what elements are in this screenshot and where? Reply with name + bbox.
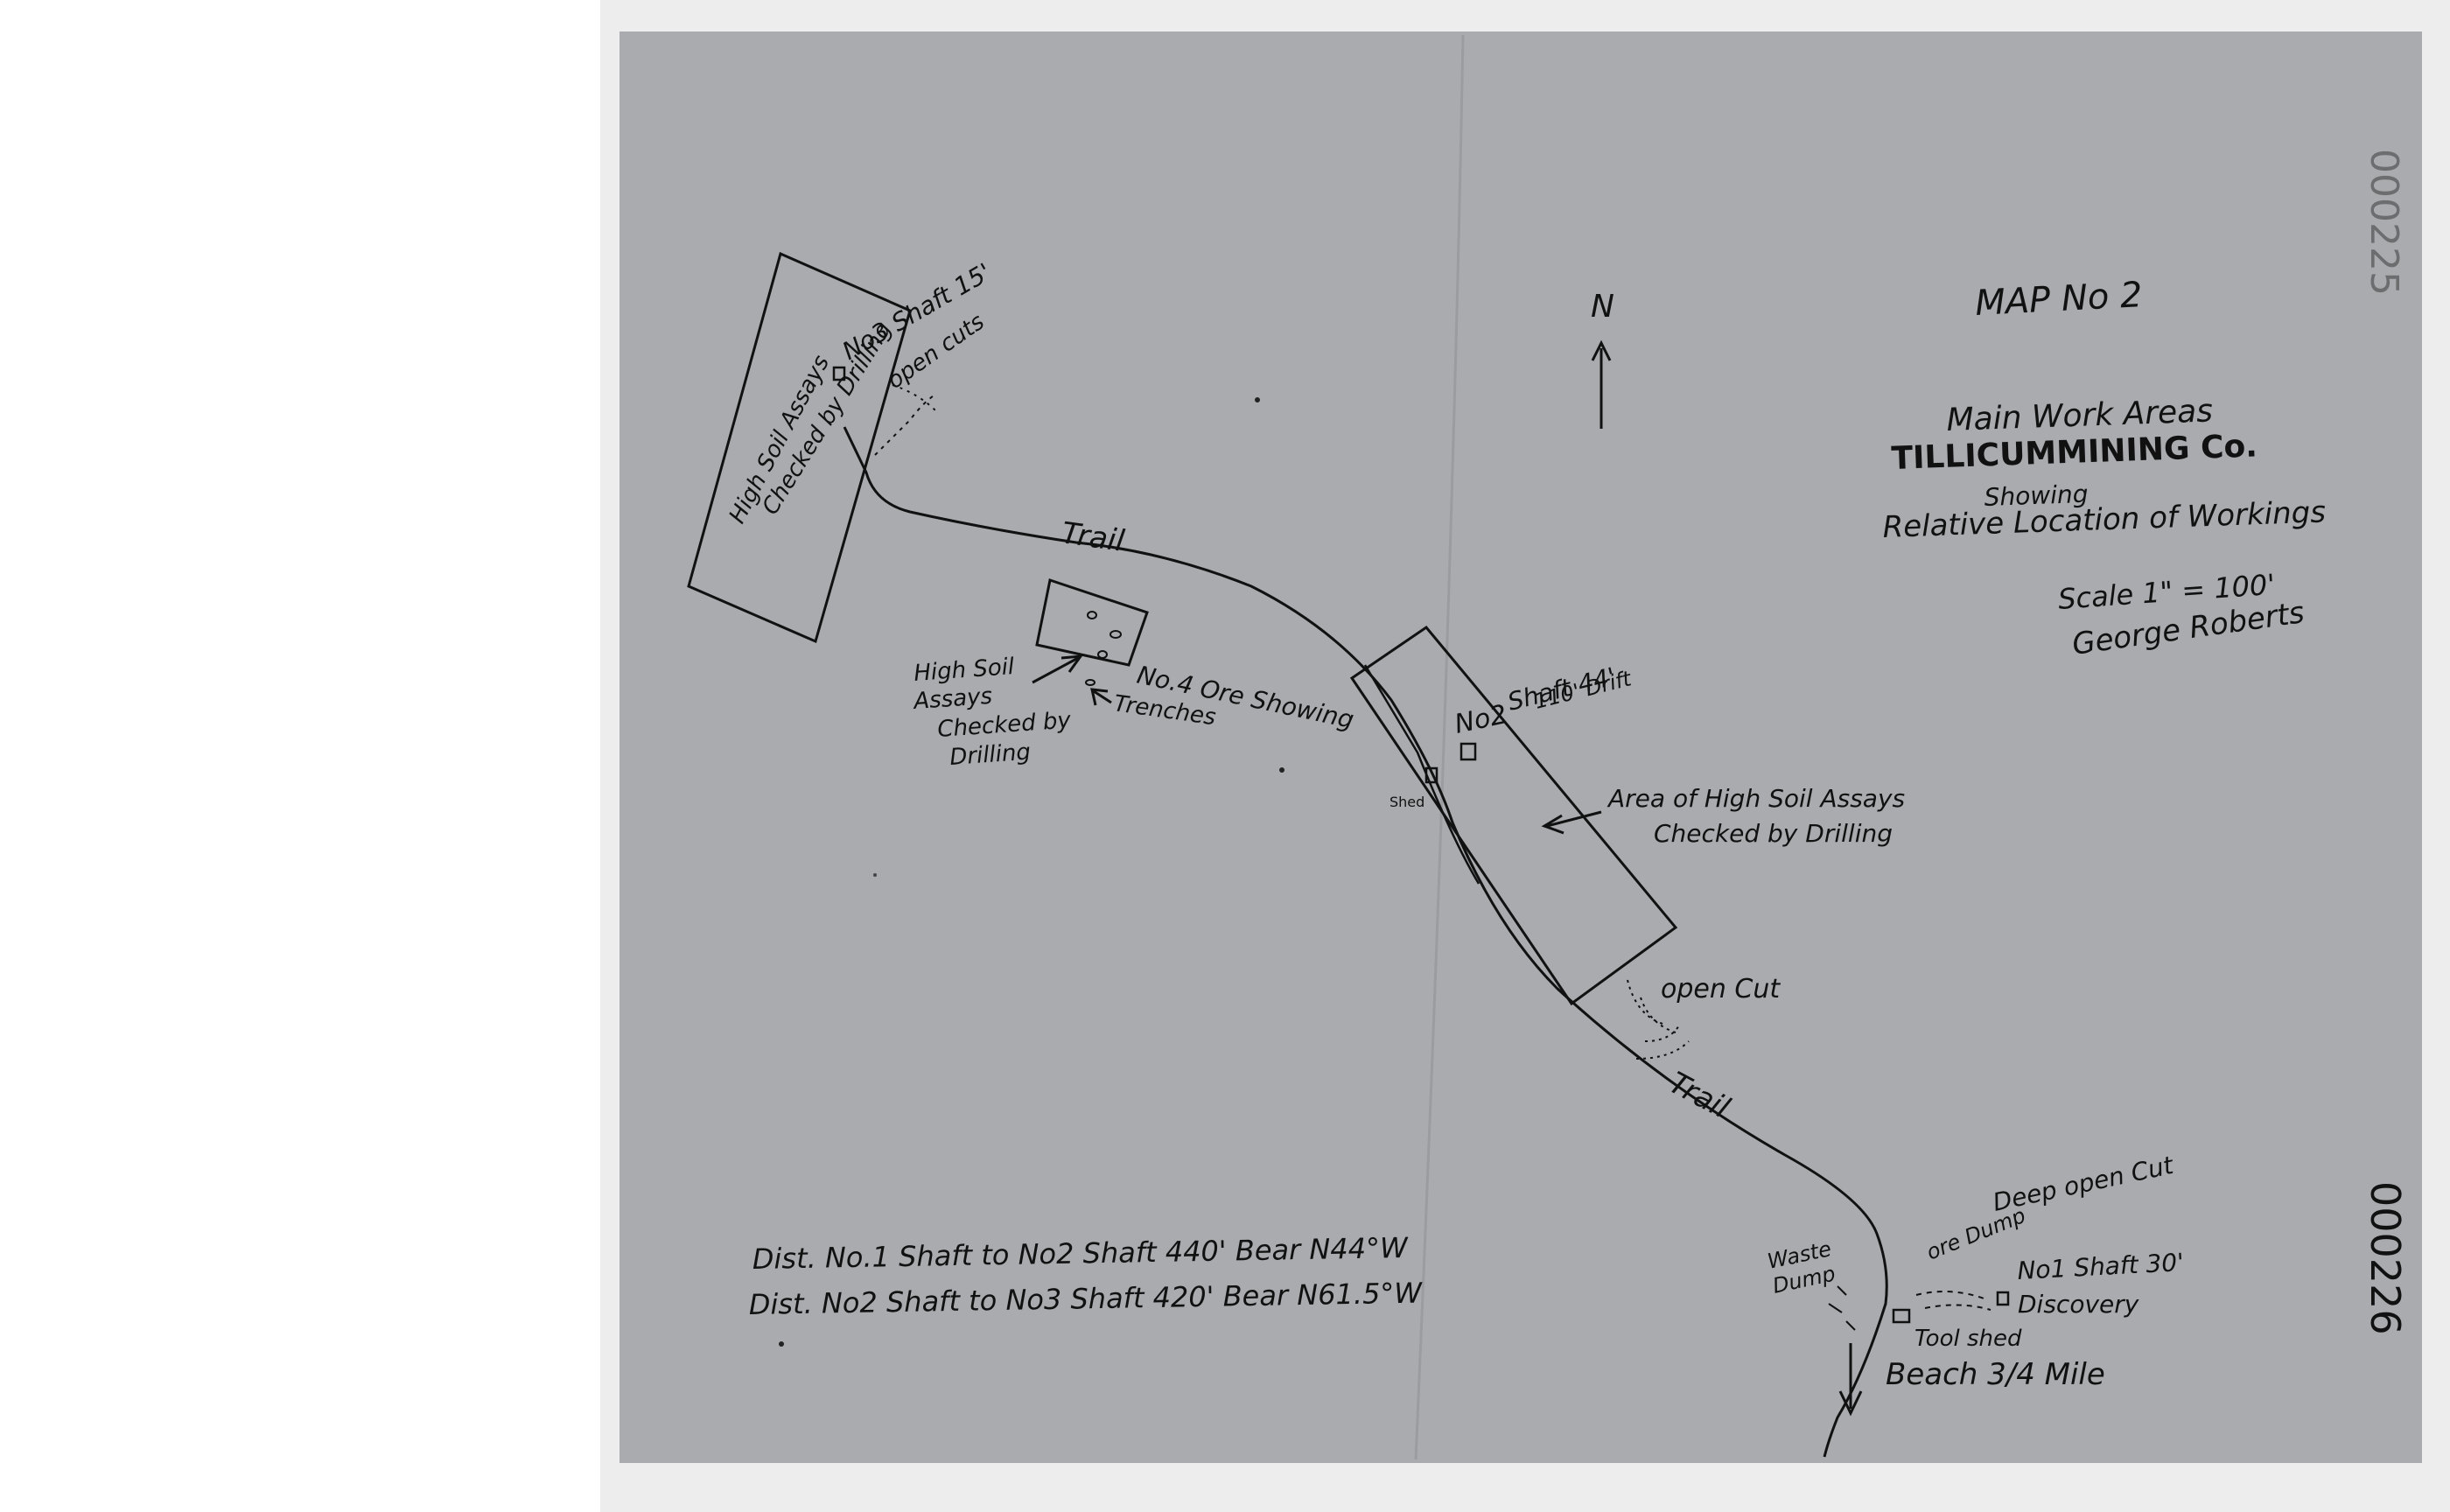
no4-area bbox=[1035, 578, 1149, 667]
trail-branch bbox=[1363, 664, 1480, 885]
trench-mark bbox=[1085, 679, 1096, 686]
area-high-soil-label-2: Checked by Drilling bbox=[1654, 819, 1893, 848]
no1-shaft-marker bbox=[1996, 1291, 2010, 1306]
area-pointer-arrow bbox=[1541, 810, 1602, 835]
no3-shaft-marker bbox=[832, 366, 846, 382]
north-arrow bbox=[1591, 340, 1612, 429]
high-soil-label-2: Assays bbox=[911, 683, 993, 715]
beach-label: Beach 3/4 Mile bbox=[1886, 1357, 2105, 1392]
margin-number-bottom: 000226 bbox=[2362, 1181, 2409, 1335]
map-paper bbox=[620, 32, 2422, 1463]
fold-line bbox=[1414, 34, 1465, 1460]
map-title: MAP No 2 bbox=[1974, 275, 2143, 324]
no4-pit bbox=[1087, 611, 1097, 620]
high-soil-pointer-arrow bbox=[1032, 654, 1084, 684]
trenches-pointer-arrow bbox=[1090, 688, 1112, 706]
north-label: N bbox=[1591, 289, 1614, 325]
open-cuts-hatch bbox=[892, 384, 937, 412]
waste-dump-hatch bbox=[1828, 1285, 1856, 1331]
nw-soil-assay-area bbox=[687, 251, 912, 644]
paper-speck bbox=[873, 873, 877, 877]
beach-arrow bbox=[1838, 1343, 1863, 1417]
margin-number-top: 000225 bbox=[2362, 149, 2406, 296]
discovery-label: Discovery bbox=[2018, 1290, 2139, 1319]
no4-pit bbox=[1097, 650, 1108, 659]
shed-marker bbox=[1424, 766, 1438, 784]
trail-label-upper: Trail bbox=[1060, 515, 1127, 559]
no2-soil-assay-area bbox=[1349, 625, 1678, 1006]
discovery-hatch bbox=[1915, 1291, 1992, 1311]
no4-pit bbox=[1110, 630, 1122, 639]
shed-label: Shed bbox=[1390, 794, 1424, 810]
trail-path bbox=[843, 426, 1888, 1458]
paper-speck bbox=[779, 1341, 784, 1347]
map-subtitle-line3: Showing bbox=[1984, 480, 2089, 512]
high-soil-label-4: Drilling bbox=[948, 739, 1031, 771]
open-cut-label: open Cut bbox=[1661, 974, 1781, 1004]
paper-speck bbox=[1279, 767, 1284, 773]
tool-shed-label: Tool shed bbox=[1914, 1326, 2022, 1352]
no2-shaft-marker bbox=[1460, 742, 1477, 761]
paper-speck bbox=[1255, 397, 1260, 402]
tool-shed-marker bbox=[1892, 1308, 1911, 1324]
area-high-soil-label-1: Area of High Soil Assays bbox=[1606, 784, 1905, 813]
